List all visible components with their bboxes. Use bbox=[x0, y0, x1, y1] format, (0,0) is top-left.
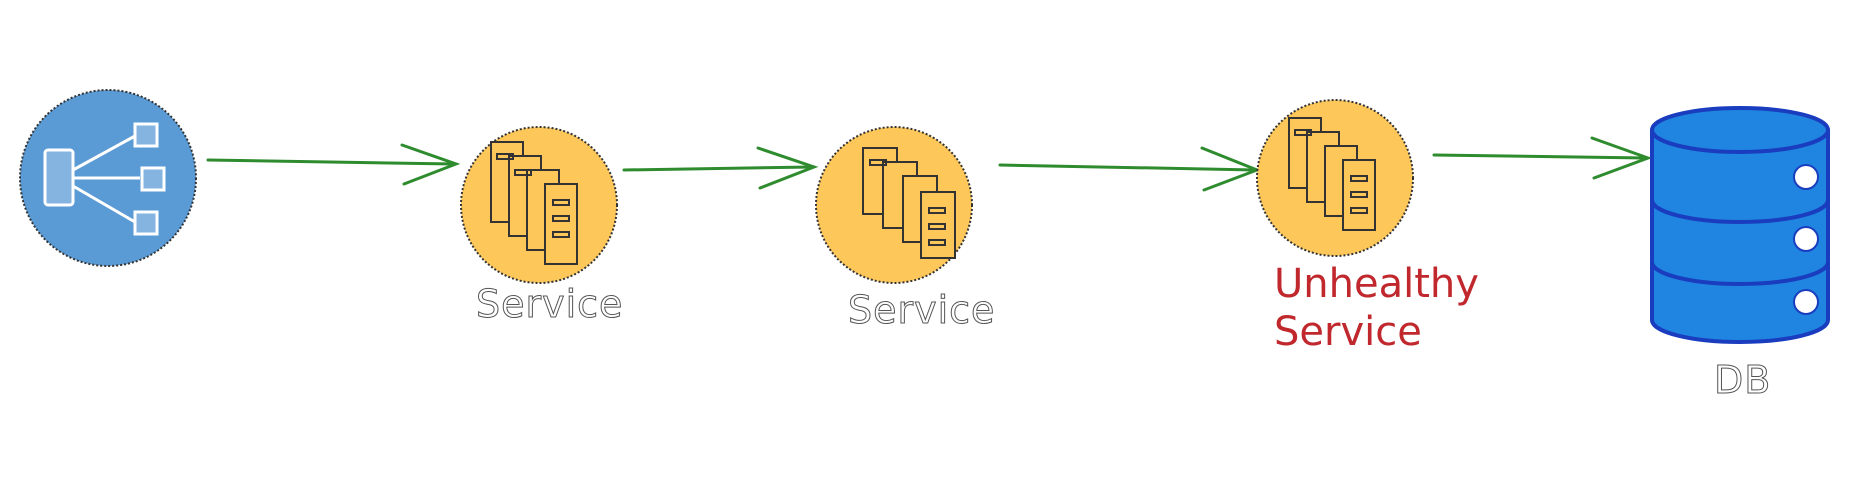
service-stack-icon bbox=[1288, 117, 1376, 231]
service-2-node bbox=[815, 126, 973, 284]
unhealthy-service-label-line2: Service bbox=[1274, 309, 1422, 355]
edge-service-3-to-db bbox=[1432, 136, 1653, 180]
service-1-node bbox=[460, 126, 618, 284]
database-icon bbox=[1650, 106, 1830, 344]
service-stack-icon bbox=[862, 147, 956, 259]
db-label: DB bbox=[1713, 358, 1772, 403]
service-3-node bbox=[1256, 99, 1414, 257]
service-2-label: Service bbox=[847, 288, 996, 333]
load-balancer-node bbox=[19, 89, 197, 267]
db-node bbox=[1650, 106, 1830, 344]
edge-service-2-to-service-3 bbox=[998, 146, 1262, 192]
service-1-label: Service bbox=[475, 282, 624, 327]
edge-service-1-to-service-2 bbox=[622, 146, 819, 190]
edge-lb-to-service-1 bbox=[206, 143, 461, 186]
load-balancer-icon bbox=[43, 122, 166, 236]
unhealthy-service-label-line1: Unhealthy bbox=[1274, 261, 1479, 307]
service-stack-icon bbox=[490, 141, 578, 265]
